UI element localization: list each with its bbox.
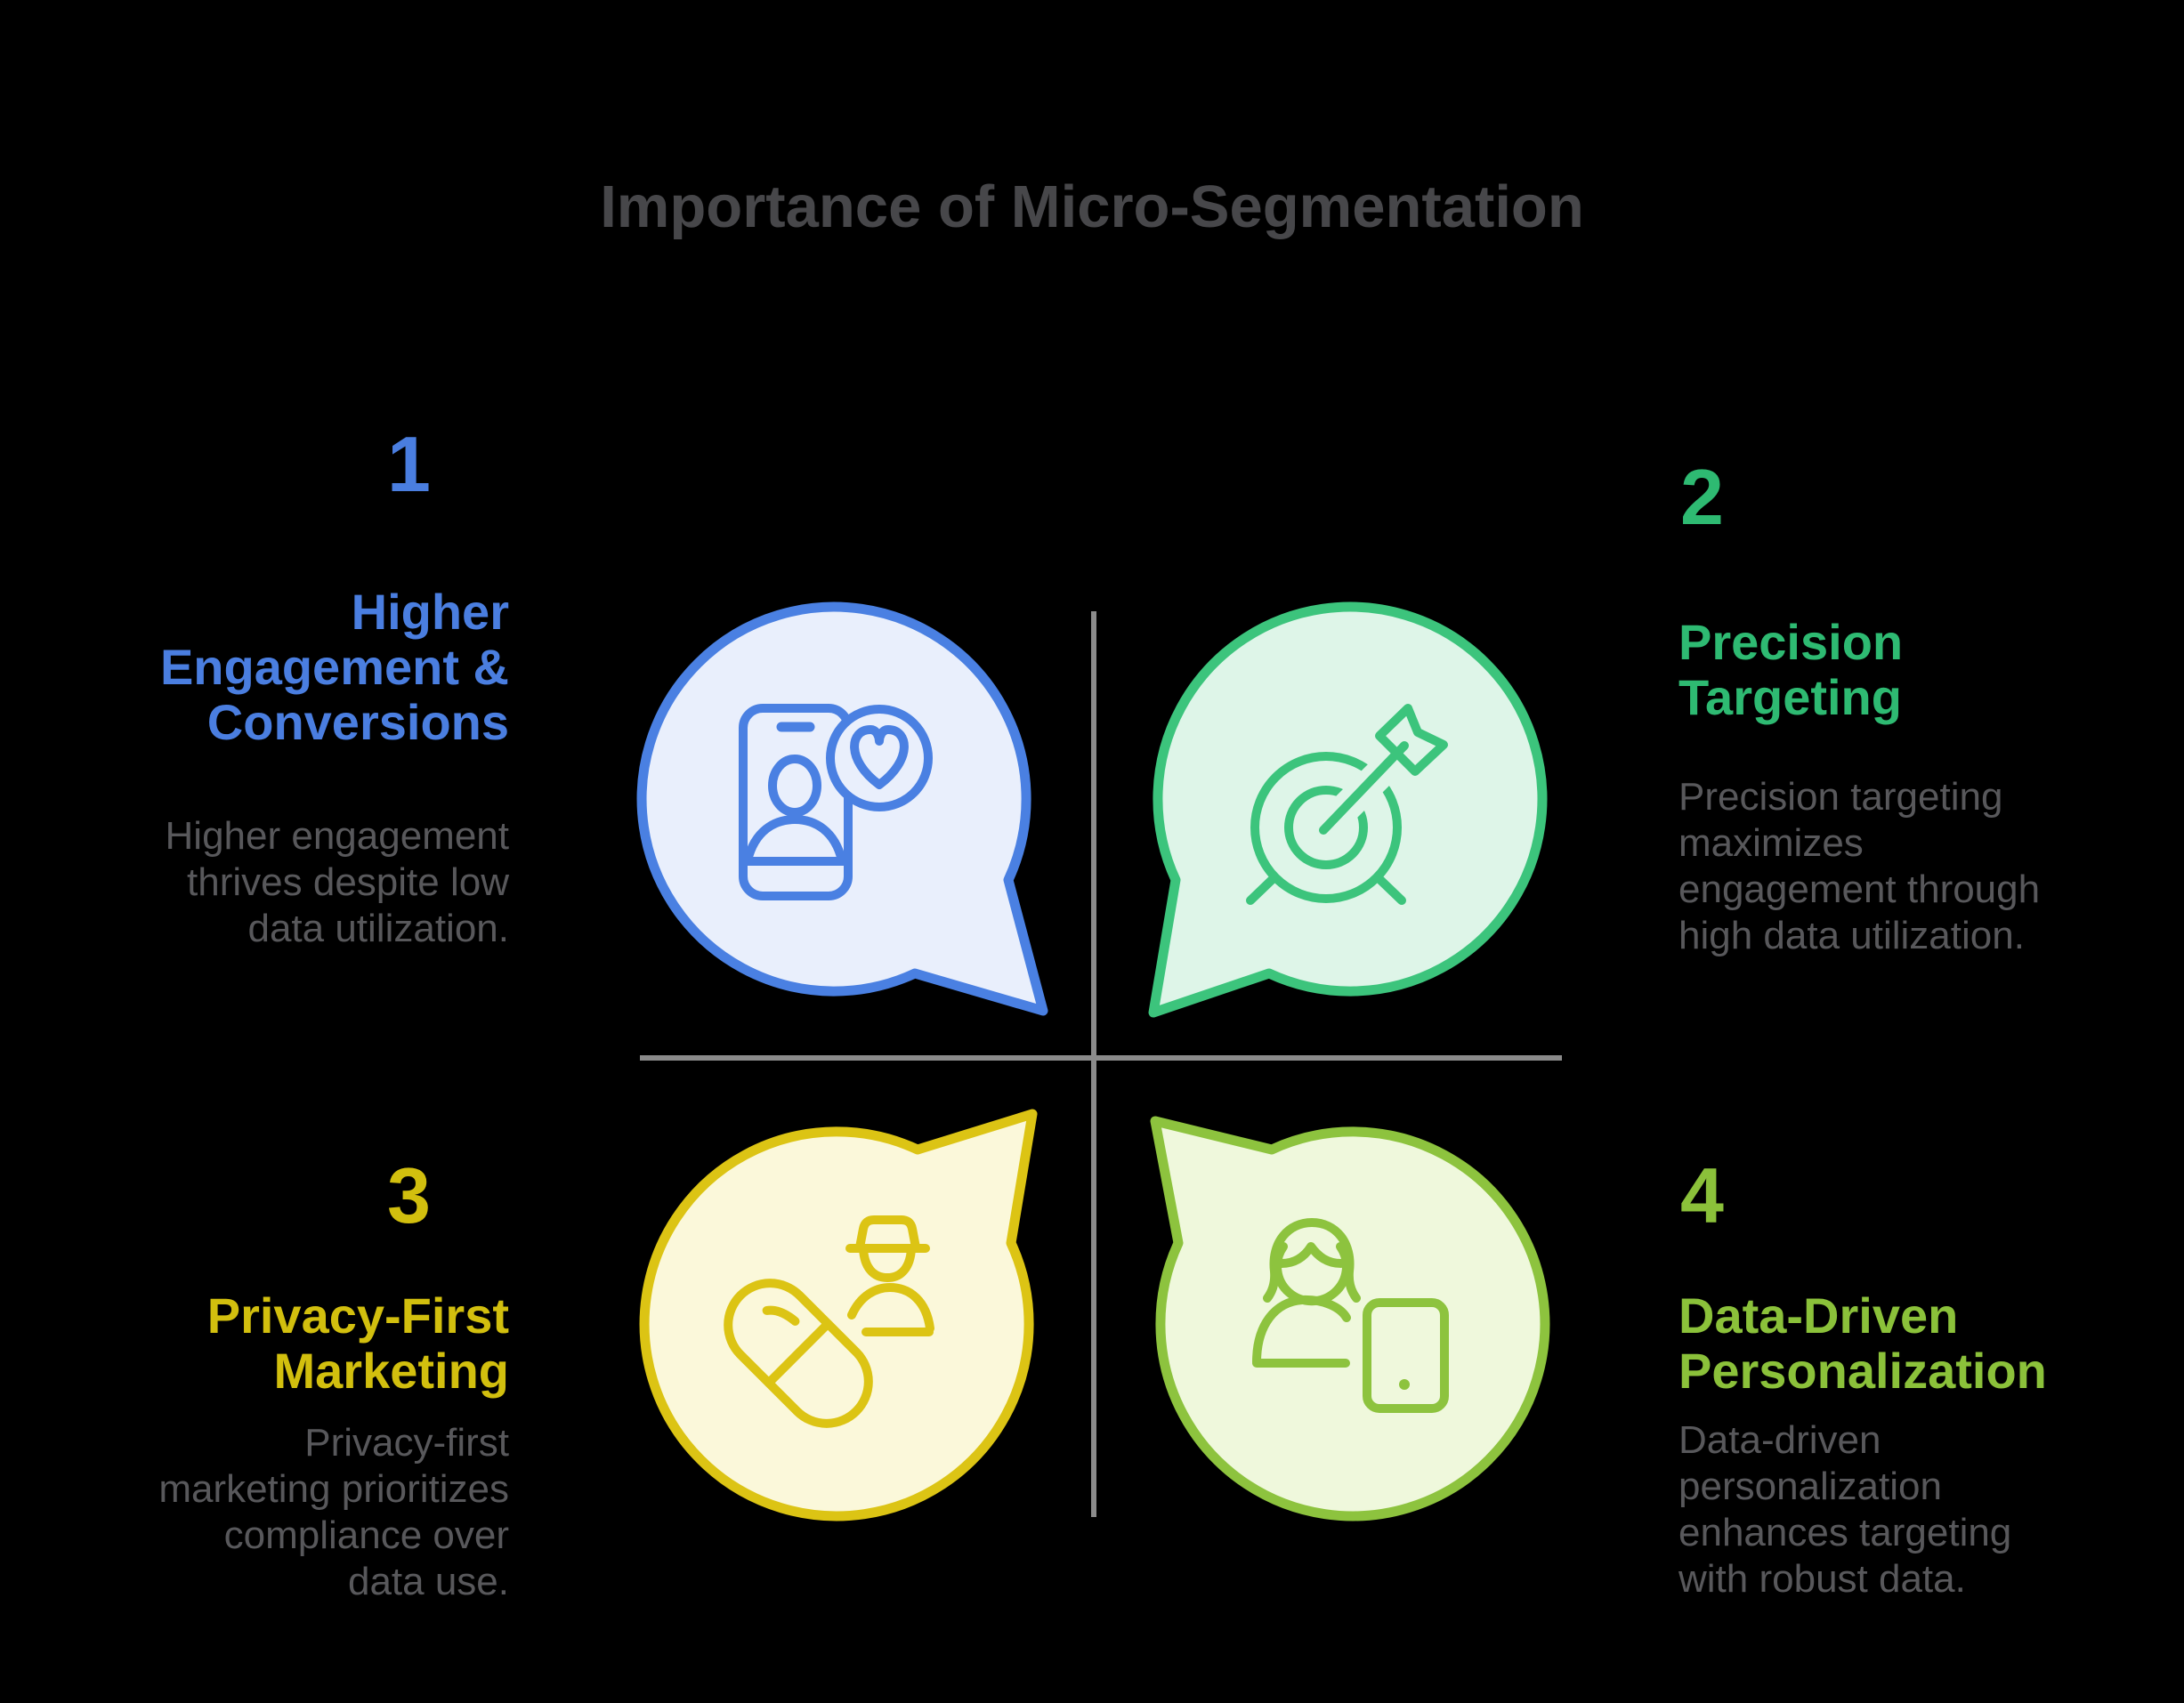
woman-tablet-icon bbox=[1252, 1218, 1449, 1413]
description-line: marketing prioritizes bbox=[158, 1467, 509, 1511]
section-2-number: 2 bbox=[1680, 453, 1724, 541]
heading-line: Conversions bbox=[206, 694, 509, 750]
heading-line: Engagement & bbox=[159, 639, 509, 695]
description-line: maximizes bbox=[1678, 821, 1864, 865]
description-line: thrives despite low bbox=[187, 860, 509, 904]
section-2-description: Precision targeting maximizes engagement… bbox=[1678, 774, 2097, 959]
speech-bubble-green bbox=[1148, 601, 1548, 1018]
section-1-number: 1 bbox=[387, 420, 431, 508]
phone-heart-icon bbox=[739, 704, 933, 900]
description-line: with robust data. bbox=[1678, 1557, 1966, 1601]
description-line: Data-driven bbox=[1678, 1418, 1881, 1462]
section-block-2: 2 Precision Targeting Precision targetin… bbox=[1678, 458, 2097, 959]
description-line: Higher engagement bbox=[165, 814, 509, 858]
heading-line: Privacy-First bbox=[206, 1287, 509, 1344]
heading-line: Higher bbox=[351, 584, 509, 640]
speech-bubble-lime bbox=[1150, 1116, 1550, 1521]
section-4-heading: Data-Driven Personalization bbox=[1678, 1288, 2097, 1399]
section-2-heading: Precision Targeting bbox=[1678, 615, 2097, 725]
description-line: Precision targeting bbox=[1678, 775, 2003, 819]
page-title: Importance of Micro-Segmentation bbox=[600, 174, 1584, 240]
section-1-heading: Higher Engagement & Conversions bbox=[98, 585, 509, 750]
speech-bubble-yellow-shape bbox=[639, 1109, 1038, 1521]
speech-bubble-yellow bbox=[639, 1109, 1038, 1521]
section-4-number: 4 bbox=[1680, 1151, 1724, 1239]
section-4-description: Data-driven personalization enhances tar… bbox=[1678, 1417, 2097, 1602]
section-block-4: 4 Data-Driven Personalization Data-drive… bbox=[1678, 1157, 2097, 1602]
heading-line: Data-Driven bbox=[1678, 1287, 1959, 1344]
description-line: engagement through bbox=[1678, 868, 2041, 911]
section-block-3: 3 Privacy-First Marketing Privacy-first … bbox=[98, 1157, 509, 1605]
description-line: personalization bbox=[1678, 1465, 1942, 1508]
heading-line: Personalization bbox=[1678, 1343, 2047, 1399]
section-block-1: 1 Higher Engagement & Conversions Higher… bbox=[98, 425, 509, 952]
description-line: data use. bbox=[347, 1560, 509, 1603]
section-3-description: Privacy-first marketing prioritizes comp… bbox=[98, 1420, 509, 1605]
section-3-number: 3 bbox=[387, 1151, 431, 1239]
description-line: data utilization. bbox=[247, 907, 509, 950]
description-line: high data utilization. bbox=[1678, 914, 2025, 957]
target-arrow-icon bbox=[1246, 704, 1448, 905]
description-line: compliance over bbox=[223, 1513, 509, 1557]
description-line: enhances targeting bbox=[1678, 1511, 2012, 1554]
heading-line: Targeting bbox=[1678, 669, 1902, 725]
heading-line: Precision bbox=[1678, 614, 1904, 670]
speech-bubble-blue bbox=[636, 601, 1048, 1016]
heading-line: Marketing bbox=[273, 1343, 510, 1399]
section-1-description: Higher engagement thrives despite low da… bbox=[98, 813, 509, 952]
speech-bubble-blue-shape bbox=[636, 601, 1048, 1016]
section-3-heading: Privacy-First Marketing bbox=[98, 1288, 509, 1399]
description-line: Privacy-first bbox=[304, 1421, 509, 1465]
